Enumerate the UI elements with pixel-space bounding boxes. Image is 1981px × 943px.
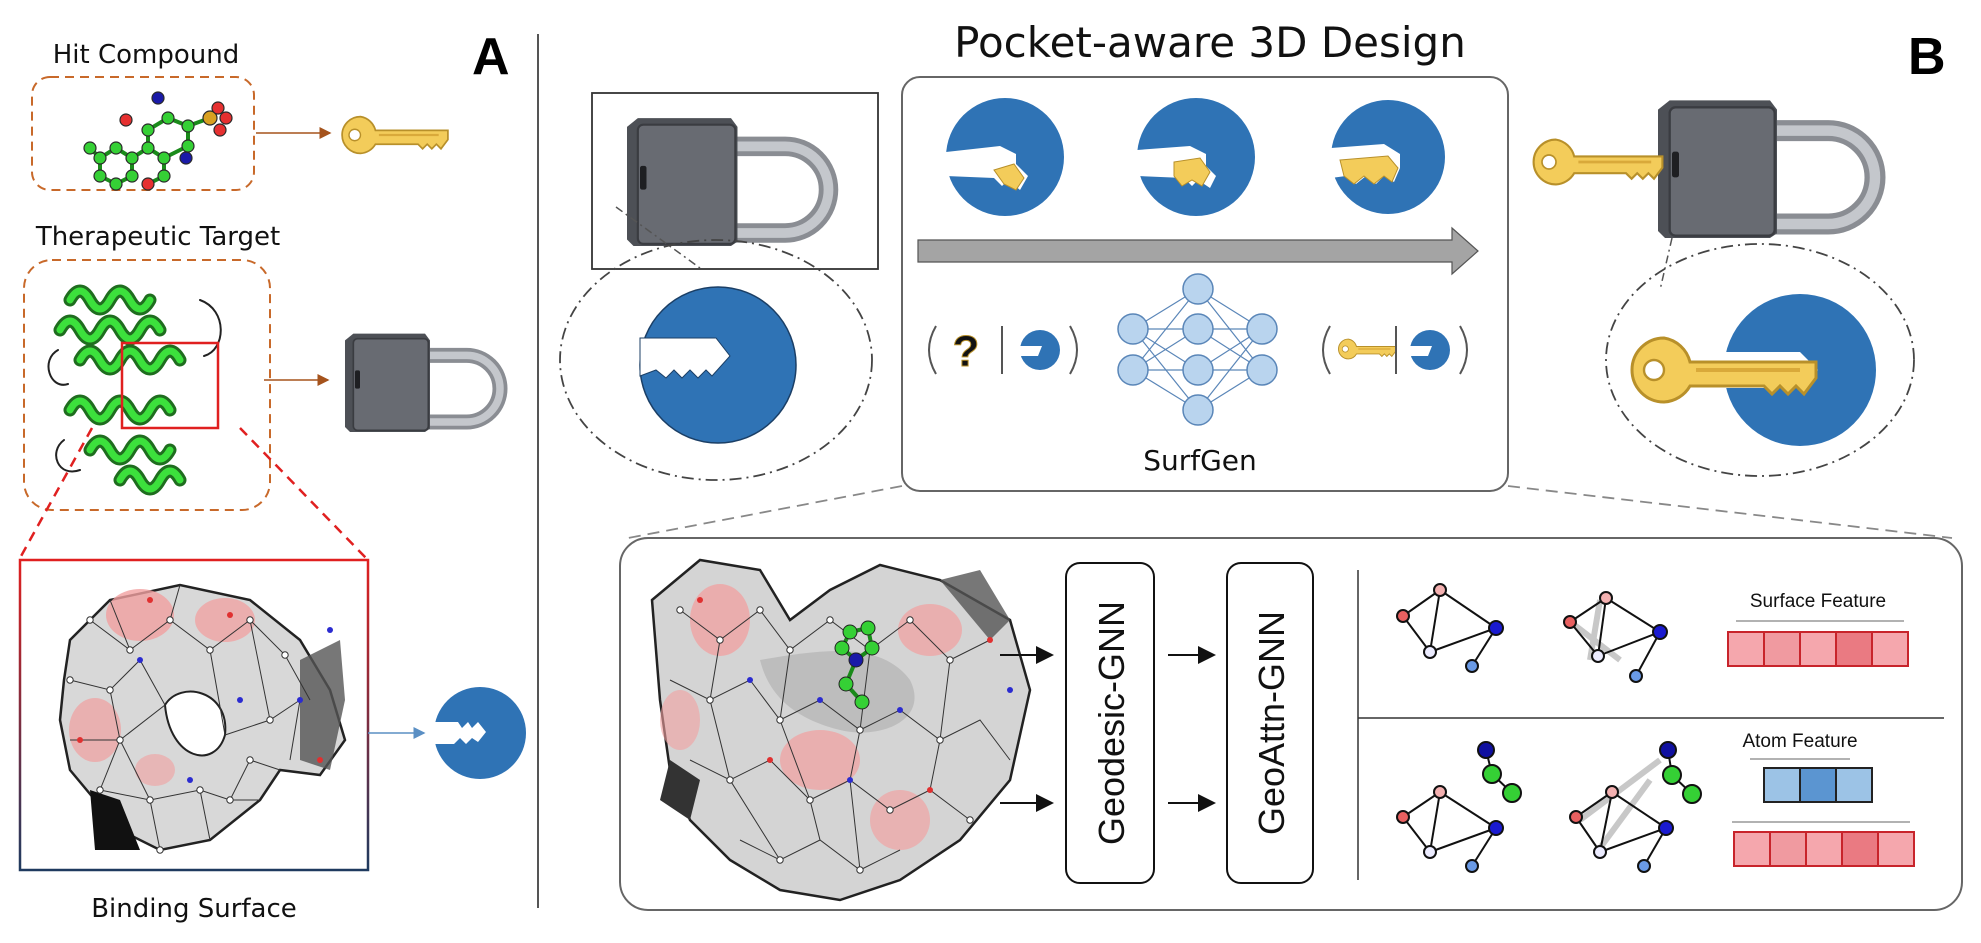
- ligand-molecule-icon: [834, 620, 880, 710]
- padlock-icon: [1658, 100, 1875, 238]
- protein-icon: [47, 284, 222, 496]
- atom-graph-2: [1569, 741, 1702, 873]
- binding-site-highlight: [120, 341, 220, 430]
- key-zoom-connector: [1659, 237, 1673, 291]
- atom-feature-label: Atom Feature: [1742, 731, 1857, 752]
- geodesic-gnn-block: [1065, 562, 1155, 884]
- therapeutic-target-box: [23, 259, 271, 511]
- padlock-icon: [345, 334, 500, 432]
- geoattn-gnn-label: GeoAttn-GNN: [1251, 611, 1292, 835]
- surface-graph-2: [1563, 591, 1668, 683]
- hit-compound-label: Hit Compound: [53, 40, 240, 70]
- molecule-icon: [83, 91, 233, 191]
- key-zoom-ellipse: [1605, 243, 1915, 477]
- pocket-key-step-2: [1137, 98, 1255, 216]
- panel-b-title: Pocket-aware 3D Design: [954, 18, 1466, 67]
- condition-output-group: [1322, 325, 1468, 375]
- therapeutic-target-label: Therapeutic Target: [35, 222, 280, 252]
- geoattn-gnn-block: [1226, 562, 1314, 884]
- pocket-key-step-3: [1331, 100, 1445, 214]
- panel-a-letter: A: [472, 28, 510, 86]
- atom-graph-1: [1396, 741, 1522, 873]
- progress-arrow: [917, 226, 1479, 276]
- condition-input-group: ?: [928, 325, 1078, 377]
- neural-network-icon: [1117, 273, 1278, 426]
- surface-feature-vector: [1727, 631, 1909, 667]
- atom-feature-vector: [1763, 767, 1873, 803]
- pocket-zoom-ellipse: [559, 239, 873, 481]
- key-icon: [1532, 138, 1664, 186]
- pocket-key-step-1: [946, 98, 1064, 216]
- surface-graph-1: [1396, 583, 1504, 673]
- hit-compound-box: [31, 76, 255, 191]
- surface-mesh-icon: [58, 583, 347, 854]
- geodesic-gnn-label: Geodesic-GNN: [1091, 601, 1132, 845]
- panel-b-letter: B: [1908, 28, 1946, 86]
- atom-surface-feature-vector: [1733, 831, 1915, 867]
- pocket-icon: [639, 286, 797, 444]
- zoom-line-right: [239, 427, 367, 559]
- binding-surface-label: Binding Surface: [91, 894, 297, 924]
- surfgen-label: SurfGen: [1143, 444, 1257, 477]
- surface-feature-label: Surface Feature: [1750, 591, 1886, 612]
- pocket-icon: [432, 687, 526, 779]
- zoom-line-left: [18, 427, 94, 559]
- key-icon: [340, 115, 450, 155]
- zoom-connector-right: [1507, 485, 1953, 539]
- question-mark: ?: [953, 327, 980, 376]
- zoom-connector-left: [627, 485, 903, 539]
